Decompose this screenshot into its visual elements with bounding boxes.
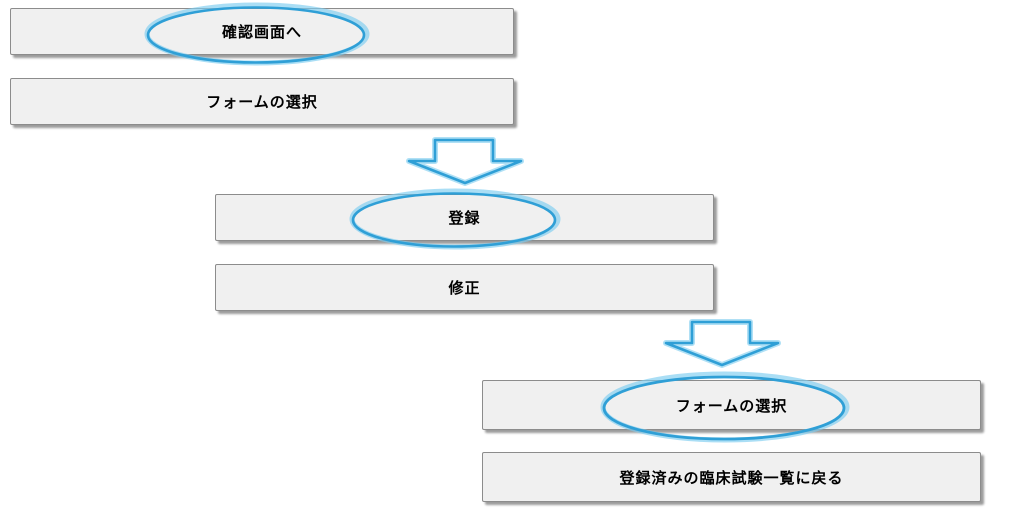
confirm-screen-button-label: 確認画面へ [221,24,302,41]
confirm-screen-button[interactable]: 確認画面へ [10,8,514,55]
modify-button-label: 修正 [448,280,481,297]
modify-button[interactable]: 修正 [215,264,714,311]
register-button[interactable]: 登録 [215,194,714,241]
back-to-trial-list-button-label: 登録済みの臨床試験一覧に戻る [619,469,844,487]
register-button-label: 登録 [448,210,481,227]
form-select-button-top[interactable]: フォームの選択 [10,78,514,125]
down-arrow-icon [663,319,781,368]
down-arrow-icon [406,137,524,186]
form-select-button-bottom[interactable]: フォームの選択 [482,380,981,430]
back-to-trial-list-button[interactable]: 登録済みの臨床試験一覧に戻る [482,452,981,502]
form-select-button-top-label: フォームの選択 [206,94,318,111]
form-select-button-bottom-label: フォームの選択 [675,397,788,415]
